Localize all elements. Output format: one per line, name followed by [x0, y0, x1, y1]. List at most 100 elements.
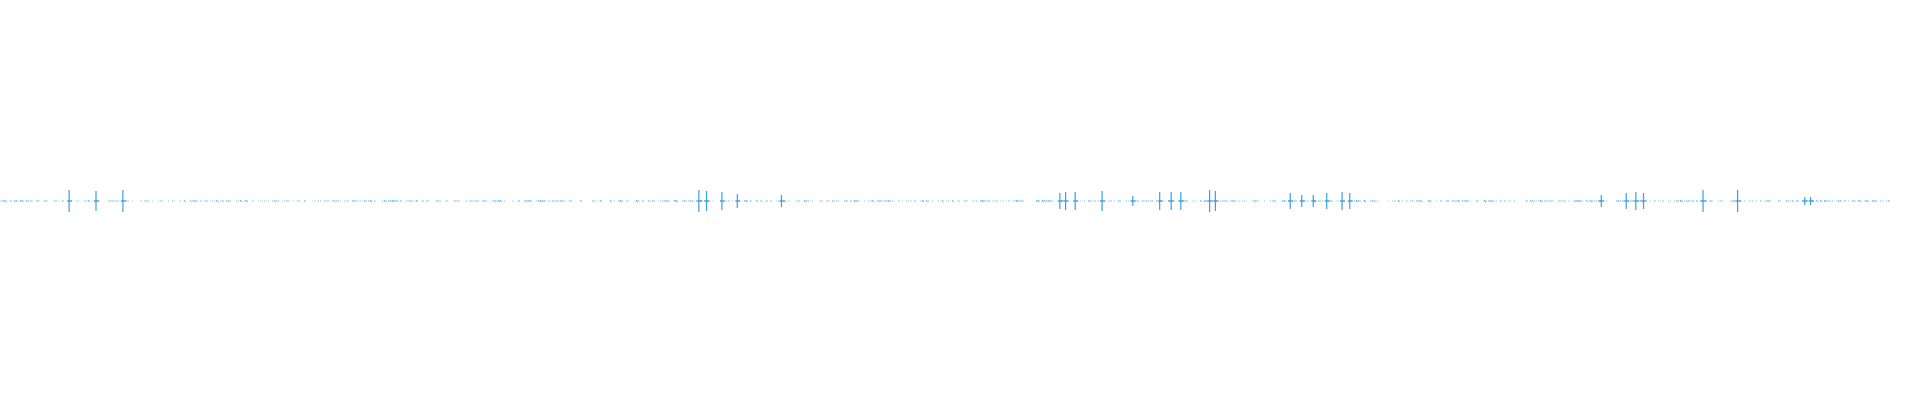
waveform-sample [15, 200, 18, 202]
waveform-sample [853, 199, 856, 203]
waveform-sample [195, 199, 198, 203]
waveform-sample [369, 199, 373, 203]
waveform-sample [1695, 200, 1698, 202]
waveform-sample [517, 200, 520, 202]
waveform-sample [475, 200, 478, 202]
waveform-sample [1281, 200, 1284, 202]
waveform-sample [239, 199, 242, 203]
waveform-sample [1371, 199, 1374, 203]
waveform-sample [1283, 199, 1286, 203]
waveform-sample [609, 199, 612, 203]
waveform-sample [109, 200, 112, 202]
waveform-sample [189, 199, 192, 203]
waveform-sample [45, 200, 48, 202]
waveform-sample [1585, 200, 1588, 202]
waveform-sample [405, 200, 408, 202]
waveform-sample [1709, 199, 1712, 203]
waveform-sample [1199, 199, 1202, 203]
waveform-sample [1317, 200, 1320, 202]
waveform-baseline [0, 199, 1890, 203]
waveform-sample [445, 200, 448, 202]
waveform-sample [363, 199, 366, 203]
waveform-sample [579, 199, 582, 203]
waveform-sample [399, 200, 402, 202]
waveform-sample [877, 199, 880, 203]
waveform-sample [13, 199, 16, 203]
waveform-sample [1465, 199, 1468, 203]
waveform-sample [843, 200, 846, 202]
waveform-sample [1823, 199, 1826, 203]
waveform-sample [1329, 199, 1332, 203]
waveform-sample [1751, 200, 1754, 202]
waveform-sample [1639, 200, 1642, 202]
waveform-sample [641, 199, 644, 203]
waveform-sample [1087, 200, 1090, 202]
waveform-sample [1543, 200, 1546, 202]
waveform-sample [1429, 199, 1432, 203]
waveform-sample [221, 200, 224, 202]
waveform-sample [1573, 199, 1576, 203]
waveform-sample [1815, 199, 1818, 203]
waveform-sample [497, 199, 500, 203]
waveform-sample [409, 200, 412, 202]
waveform-sample [1579, 200, 1582, 202]
waveform-sample [113, 199, 116, 203]
waveform-sample [819, 199, 822, 203]
waveform-sample [481, 200, 484, 202]
waveform-sample [387, 199, 390, 203]
waveform-sample [1503, 200, 1506, 202]
waveform-sample [1001, 200, 1004, 202]
waveform-sample [1017, 199, 1020, 203]
waveform-sample [1417, 199, 1420, 203]
waveform-sample [483, 199, 486, 203]
waveform-sample [745, 199, 748, 203]
waveform-sample [383, 199, 386, 203]
waveform-sample [1411, 200, 1414, 202]
waveform-sample [1563, 199, 1566, 203]
waveform-sample [1231, 199, 1234, 203]
waveform-sample [647, 200, 650, 202]
waveform-sample [963, 199, 966, 203]
waveform-sample [1225, 199, 1228, 203]
waveform-sample [1273, 199, 1276, 203]
waveform-sample [215, 199, 218, 203]
waveform-sample [205, 200, 208, 202]
waveform-sample [983, 200, 986, 202]
waveform-sample [183, 200, 186, 202]
waveform-sample [1405, 200, 1408, 202]
waveform-sample [635, 199, 638, 203]
waveform-sample [9, 199, 12, 203]
waveform-sample [425, 200, 428, 202]
waveform-sample [619, 199, 622, 203]
waveform-sample [1043, 199, 1046, 203]
waveform-sample [1205, 200, 1208, 202]
waveform-sample [1873, 199, 1877, 203]
waveform-sample [1819, 200, 1822, 202]
waveform-sample [1837, 200, 1840, 202]
waveform-sample [759, 200, 762, 202]
waveform-sample [1037, 200, 1040, 202]
waveform-sample [995, 200, 998, 202]
waveform-sample [925, 199, 928, 203]
waveform-sample [787, 200, 790, 202]
waveform-sample [951, 199, 954, 203]
waveform-sample [245, 199, 248, 203]
waveform-sample [885, 200, 888, 202]
waveform-sample [941, 199, 944, 203]
waveform-sample [1499, 200, 1502, 202]
waveform-sample [1589, 199, 1592, 203]
waveform-sample [21, 199, 24, 203]
waveform-sample [551, 200, 554, 202]
waveform-sample [1021, 200, 1024, 202]
waveform-sample [469, 199, 472, 203]
waveform-sample [1045, 199, 1048, 203]
waveform-sample [1865, 199, 1868, 203]
waveform-sample [499, 199, 502, 203]
waveform-sample [1233, 200, 1236, 202]
waveform-sample [323, 200, 326, 202]
waveform-sample [1577, 199, 1581, 203]
waveform-sample [683, 199, 686, 203]
waveform-sample [1487, 200, 1490, 202]
